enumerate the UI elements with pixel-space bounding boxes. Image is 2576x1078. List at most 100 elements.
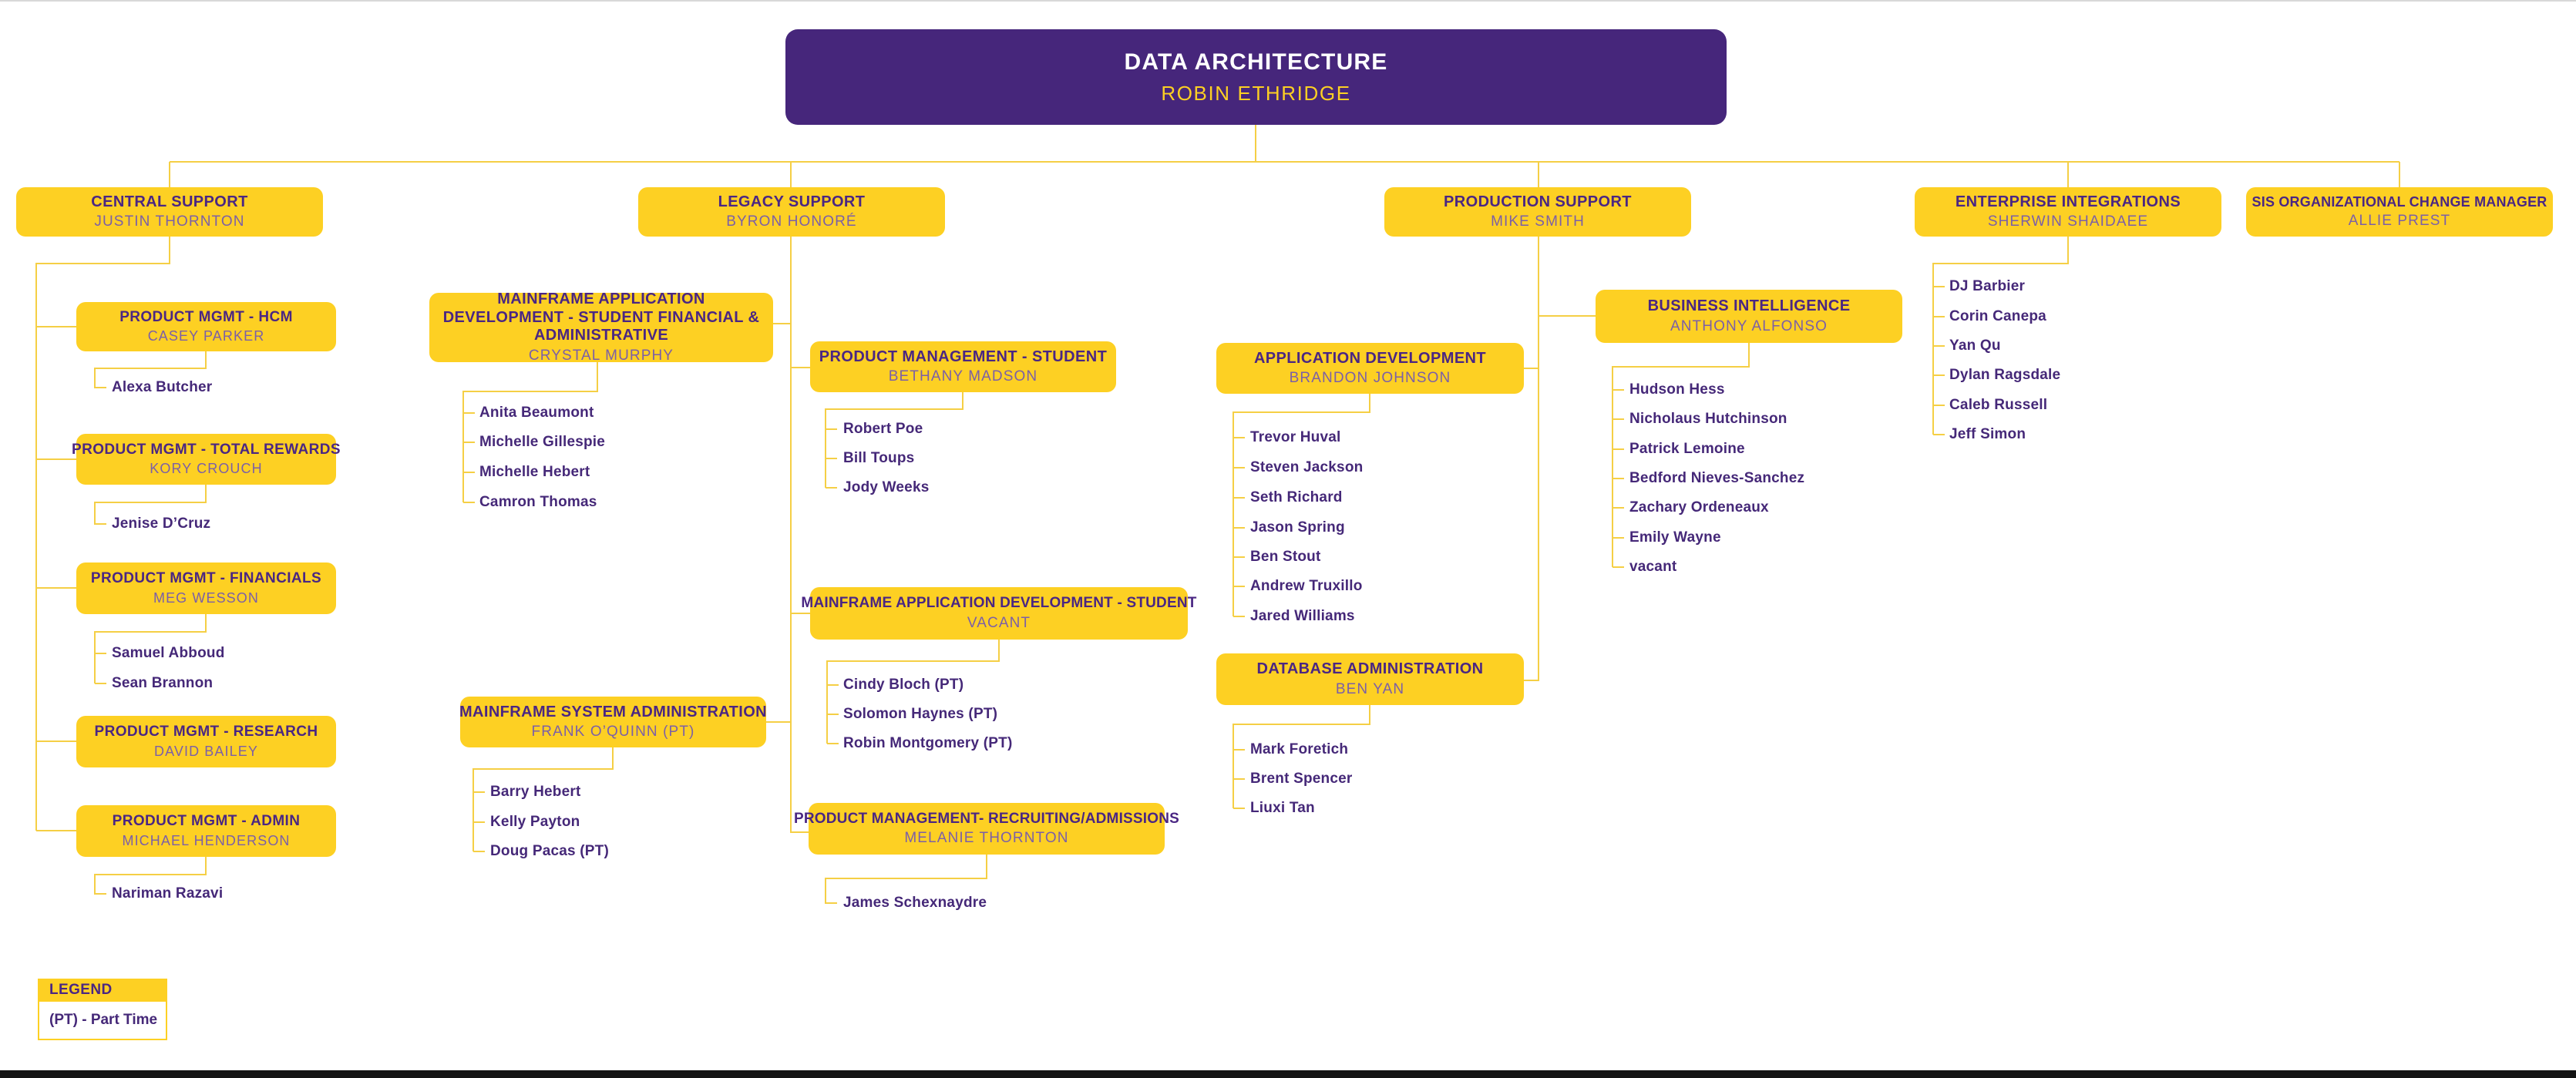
connector-enterprise-leaves — [1932, 237, 2069, 435]
connector-financials-leaves — [94, 614, 207, 684]
member-name: Anita Beaumont — [479, 405, 594, 421]
member-name: Trevor Huval — [1250, 429, 1341, 445]
org-box-central-support: CENTRAL SUPPORT JUSTIN THORNTON — [16, 187, 323, 237]
box-manager-name: BETHANY MADSON — [888, 368, 1038, 385]
member-name: Steven Jackson — [1250, 459, 1364, 475]
box-manager-name: BYRON HONORÉ — [726, 213, 857, 230]
member-name: Robert Poe — [843, 421, 923, 437]
top-divider — [0, 0, 2576, 2]
org-box-business-intelligence: BUSINESS INTELLIGENCE ANTHONY ALFONSO — [1596, 290, 1902, 343]
org-box-product-mgmt-hcm: PRODUCT MGMT - HCM CASEY PARKER — [76, 302, 336, 351]
org-box-product-management-student: PRODUCT MANAGEMENT - STUDENT BETHANY MAD… — [810, 341, 1116, 392]
box-title: PRODUCT MGMT - HCM — [119, 308, 293, 325]
box-manager-name: JUSTIN THORNTON — [94, 213, 245, 230]
member-name: Camron Thomas — [479, 494, 597, 510]
org-box-product-mgmt-total-rewards: PRODUCT MGMT - TOTAL REWARDS KORY CROUCH — [72, 434, 341, 485]
member-name: Zachary Ordeneaux — [1629, 499, 1769, 515]
box-title: SIS ORGANIZATIONAL CHANGE MANAGER — [2251, 193, 2547, 210]
member-name: Michelle Gillespie — [479, 434, 606, 450]
member-name: Mark Foretich — [1250, 741, 1349, 757]
member-name: Liuxi Tan — [1250, 800, 1315, 816]
box-title: PRODUCT MANAGEMENT- RECRUITING/ADMISSION… — [793, 810, 1180, 827]
box-title: APPLICATION DEVELOPMENT — [1253, 349, 1487, 367]
member-name: Bedford Nieves-Sanchez — [1629, 470, 1805, 486]
org-box-product-mgmt-admin: PRODUCT MGMT - ADMIN MICHAEL HENDERSON — [76, 805, 336, 857]
connector-admin-leaves — [94, 857, 207, 895]
connector-production-trunk — [1524, 237, 1596, 681]
org-box-mainframe-app-dev-sfa: MAINFRAME APPLICATION DEVELOPMENT - STUD… — [429, 290, 773, 364]
box-manager-name: BEN YAN — [1335, 680, 1405, 697]
connector-total-rewards-leaves — [94, 485, 207, 525]
box-title: ENTERPRISE INTEGRATIONS — [1955, 193, 2181, 210]
connector-mad-student-leaves — [826, 640, 1000, 744]
box-manager-name: FRANK O’QUINN (PT) — [531, 724, 695, 740]
box-manager-name: SHERWIN SHAIDAEE — [1987, 213, 2149, 230]
org-box-application-development: APPLICATION DEVELOPMENT BRANDON JOHNSON — [1216, 343, 1524, 394]
box-title: DATA ARCHITECTURE — [1124, 49, 1388, 75]
member-name: Alexa Butcher — [112, 379, 213, 395]
box-manager-name: VACANT — [967, 614, 1031, 631]
box-title: BUSINESS INTELLIGENCE — [1647, 297, 1851, 315]
connector-root-to-divisions — [169, 125, 2400, 187]
org-box-mainframe-app-dev-student: MAINFRAME APPLICATION DEVELOPMENT - STUD… — [801, 587, 1196, 640]
box-manager-name: CASEY PARKER — [147, 328, 265, 344]
box-title: LEGACY SUPPORT — [718, 193, 866, 210]
member-name: Kelly Payton — [490, 814, 580, 830]
member-name: Dylan Ragsdale — [1949, 367, 2061, 383]
org-box-legacy-support: LEGACY SUPPORT BYRON HONORÉ — [638, 187, 945, 237]
connector-hcm-leaves — [94, 351, 207, 388]
box-title: MAINFRAME SYSTEM ADMINISTRATION — [459, 703, 768, 720]
box-manager-name: MIKE SMITH — [1491, 213, 1585, 230]
org-box-mainframe-system-administration: MAINFRAME SYSTEM ADMINISTRATION FRANK O’… — [459, 697, 768, 747]
bottom-bar — [0, 1070, 2576, 1078]
member-name: Brent Spencer — [1250, 771, 1353, 787]
member-name: Michelle Hebert — [479, 464, 590, 480]
box-manager-name: KORY CROUCH — [150, 461, 263, 477]
org-box-product-mgmt-financials: PRODUCT MGMT - FINANCIALS MEG WESSON — [76, 563, 336, 614]
member-name: Solomon Haynes (PT) — [843, 706, 998, 722]
org-box-product-mgmt-research: PRODUCT MGMT - RESEARCH DAVID BAILEY — [76, 716, 336, 767]
org-box-data-architecture: DATA ARCHITECTURE ROBIN ETHRIDGE — [785, 29, 1727, 125]
member-name: Jody Weeks — [843, 479, 930, 495]
connector-bi-leaves — [1612, 343, 1750, 568]
box-title: DATABASE ADMINISTRATION — [1256, 660, 1484, 678]
box-manager-name: MICHAEL HENDERSON — [122, 832, 291, 848]
box-manager-name: MELANIE THORNTON — [904, 830, 1069, 847]
box-title: PRODUCT MGMT - FINANCIALS — [90, 570, 322, 587]
member-name: Seth Richard — [1250, 489, 1343, 505]
box-title: PRODUCTION SUPPORT — [1444, 193, 1632, 210]
member-name: Ben Stout — [1250, 549, 1321, 565]
box-title: PRODUCT MANAGEMENT - STUDENT — [819, 348, 1108, 365]
member-name: Andrew Truxillo — [1250, 578, 1363, 594]
org-box-product-management-recruiting-admissions: PRODUCT MANAGEMENT- RECRUITING/ADMISSION… — [794, 803, 1179, 855]
member-name: Cindy Bloch (PT) — [843, 677, 964, 693]
member-name: Nariman Razavi — [112, 885, 224, 902]
box-manager-name: CRYSTAL MURPHY — [528, 347, 674, 364]
member-name: Barry Hebert — [490, 784, 581, 800]
member-name: Patrick Lemoine — [1629, 441, 1745, 457]
box-manager-name: BRANDON JOHNSON — [1289, 370, 1451, 387]
box-title: PRODUCT MGMT - TOTAL REWARDS — [72, 441, 341, 458]
member-name: Samuel Abboud — [112, 645, 225, 661]
connector-db-leaves — [1233, 705, 1370, 809]
member-name: Bill Toups — [843, 450, 915, 466]
box-title: MAINFRAME APPLICATION DEVELOPMENT - STUD… — [801, 595, 1197, 612]
connector-legacy-trunk — [766, 237, 810, 833]
member-name: Caleb Russell — [1949, 397, 2048, 413]
box-manager-name: ALLIE PREST — [2348, 213, 2451, 230]
member-name: Hudson Hess — [1629, 381, 1725, 398]
box-title: PRODUCT MGMT - RESEARCH — [94, 724, 318, 740]
connector-recruiting-leaves — [825, 855, 987, 904]
connector-app-dev-leaves — [1233, 394, 1370, 617]
box-title: PRODUCT MGMT - ADMIN — [112, 813, 301, 830]
member-name: Emily Wayne — [1629, 529, 1721, 546]
legend-entry: (PT) - Part Time — [38, 1002, 167, 1040]
member-name: vacant — [1629, 559, 1677, 575]
connector-pm-student-leaves — [825, 392, 963, 489]
member-name: Corin Canepa — [1949, 308, 2046, 324]
connector-central-rail — [35, 237, 170, 831]
member-name: Doug Pacas (PT) — [490, 843, 609, 859]
org-box-sis-org-change-manager: SIS ORGANIZATIONAL CHANGE MANAGER ALLIE … — [2246, 187, 2553, 237]
box-manager-name: DAVID BAILEY — [154, 743, 258, 759]
